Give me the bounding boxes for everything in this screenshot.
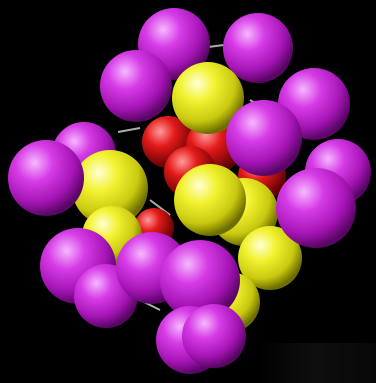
yellow-atom [172,62,244,134]
front-atoms [40,228,246,374]
yellow-atom [174,164,246,236]
magenta-atom [223,13,293,83]
yellow-atom [72,150,148,226]
magenta-atom [276,168,356,248]
magenta-atom [100,50,172,122]
magenta-atom [160,240,240,320]
bottom-edge-shadow [256,343,376,383]
yellow-atoms [72,62,302,332]
magenta-atom [8,140,84,216]
magenta-atom [226,100,302,176]
mid-atoms [8,50,356,248]
magenta-atom [182,304,246,368]
yellow-atom [238,226,302,290]
